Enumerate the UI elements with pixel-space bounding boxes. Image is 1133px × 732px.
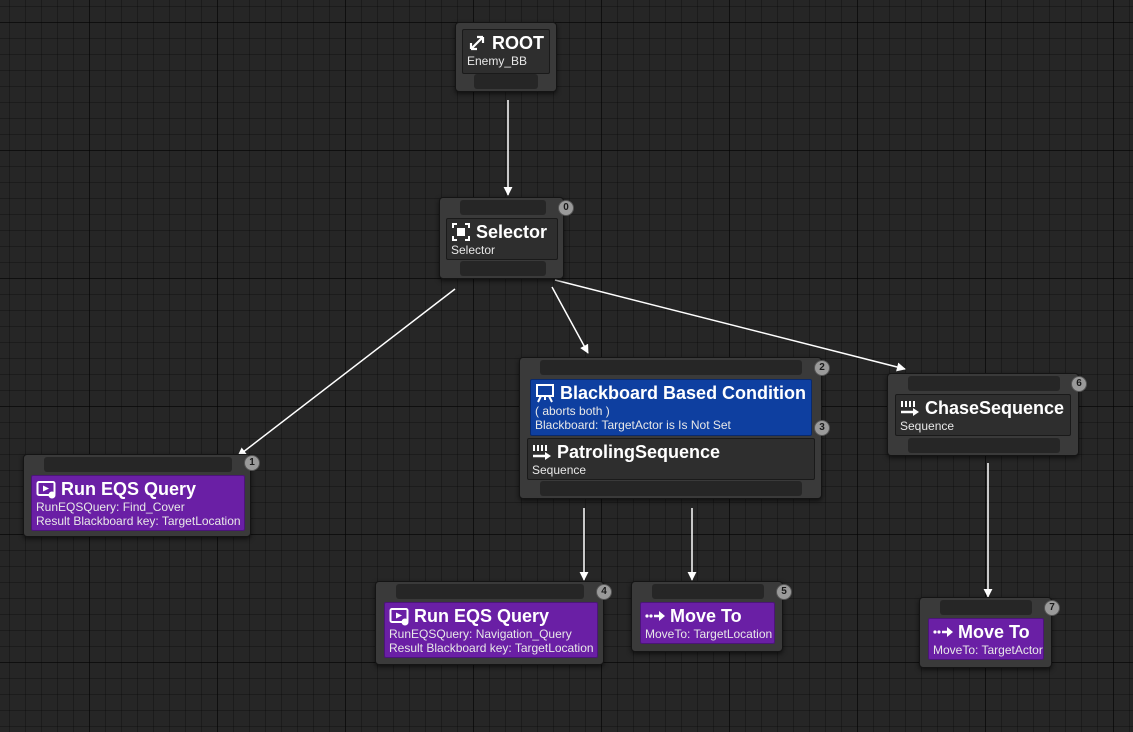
eqs-cover-node[interactable]: Run EQS Query RunEQSQuery: Find_Cover Re… — [23, 454, 260, 537]
blackboard-icon — [536, 384, 554, 403]
execution-index-badge: 4 — [596, 584, 612, 600]
eqs-nav-node[interactable]: Run EQS Query RunEQSQuery: Navigation_Qu… — [375, 581, 612, 665]
decorator-index-badge: 3 — [814, 420, 830, 436]
sequence-icon — [901, 401, 919, 416]
eqs-nav-input-pin[interactable] — [396, 584, 584, 599]
selector-node[interactable]: Selector Selector 0 — [439, 197, 574, 279]
decorator-condition: Blackboard: TargetActor is Is Not Set — [535, 418, 731, 432]
eqs-nav-query: RunEQSQuery: Navigation_Query — [389, 627, 572, 641]
root-node[interactable]: ROOT Enemy_BB — [455, 22, 557, 92]
eqs-cover-query: RunEQSQuery: Find_Cover — [36, 500, 185, 514]
eqs-query-icon — [389, 608, 409, 626]
execution-index-badge: 0 — [558, 200, 574, 216]
patroling-sequence-title: PatrolingSequence — [557, 442, 721, 462]
move-to-icon — [933, 627, 953, 637]
eqs-cover-result-key: Result Blackboard key: TargetLocation — [36, 514, 241, 528]
selector-icon — [452, 223, 470, 241]
patrol-input-pin[interactable] — [540, 360, 802, 375]
moveto-actor-subtitle: MoveTo: TargetActor — [933, 643, 1043, 657]
wire-selector-chase — [554, 279, 906, 372]
wire-selector-patrol — [551, 286, 589, 354]
moveto-location-input-pin[interactable] — [652, 584, 764, 599]
eqs-nav-body: Run EQS Query RunEQSQuery: Navigation_Qu… — [384, 602, 598, 658]
patroling-sequence-subtitle: Sequence — [532, 463, 587, 477]
moveto-actor-input-pin[interactable] — [940, 600, 1032, 615]
eqs-cover-title: Run EQS Query — [61, 479, 197, 499]
selector-title: Selector — [476, 222, 548, 242]
patroling-sequence-body: PatrolingSequence Sequence — [527, 438, 815, 480]
selector-subtitle: Selector — [451, 243, 496, 257]
eqs-query-icon — [36, 481, 56, 499]
moveto-location-body: Move To MoveTo: TargetLocation — [640, 602, 775, 644]
chase-sequence-node[interactable]: ChaseSequence Sequence 6 — [887, 373, 1087, 456]
decorator-aborts: ( aborts both ) — [535, 404, 610, 418]
blackboard-condition-decorator[interactable]: Blackboard Based Condition ( aborts both… — [530, 379, 812, 436]
eqs-nav-title: Run EQS Query — [414, 606, 550, 626]
moveto-actor-body: Move To MoveTo: TargetActor — [928, 618, 1044, 660]
root-output-pin[interactable] — [474, 74, 538, 89]
selector-input-pin[interactable] — [460, 200, 546, 215]
root-body: ROOT Enemy_BB — [462, 29, 550, 74]
patrol-output-pin[interactable] — [540, 481, 802, 496]
eqs-cover-input-pin[interactable] — [44, 457, 232, 472]
wire-selector-eqs-cover — [237, 288, 456, 457]
move-to-icon — [645, 611, 665, 621]
moveto-location-subtitle: MoveTo: TargetLocation — [645, 627, 773, 641]
moveto-location-node[interactable]: Move To MoveTo: TargetLocation 5 — [631, 581, 792, 652]
selector-output-pin[interactable] — [460, 261, 546, 276]
execution-index-badge: 5 — [776, 584, 792, 600]
execution-index-badge: 6 — [1071, 376, 1087, 392]
root-title: ROOT — [492, 33, 544, 53]
chase-sequence-body: ChaseSequence Sequence — [895, 394, 1071, 436]
moveto-actor-title: Move To — [958, 622, 1030, 642]
sequence-icon — [533, 445, 551, 460]
chase-sequence-subtitle: Sequence — [900, 419, 955, 433]
decorator-title: Blackboard Based Condition — [560, 383, 807, 403]
eqs-cover-body: Run EQS Query RunEQSQuery: Find_Cover Re… — [31, 475, 245, 531]
eqs-nav-result-key: Result Blackboard key: TargetLocation — [389, 641, 594, 655]
chase-sequence-title: ChaseSequence — [925, 398, 1065, 418]
execution-index-badge: 1 — [244, 455, 260, 471]
patroling-sequence-node[interactable]: Blackboard Based Condition ( aborts both… — [519, 357, 830, 499]
execution-index-badge: 7 — [1044, 600, 1060, 616]
root-subtitle: Enemy_BB — [467, 54, 528, 68]
selector-body: Selector Selector — [446, 218, 558, 260]
execution-index-badge: 2 — [814, 360, 830, 376]
chase-input-pin[interactable] — [908, 376, 1060, 391]
chase-output-pin[interactable] — [908, 438, 1060, 453]
moveto-location-title: Move To — [670, 606, 742, 626]
branch-icon — [469, 35, 485, 51]
moveto-actor-node[interactable]: Move To MoveTo: TargetActor 7 — [919, 597, 1060, 668]
